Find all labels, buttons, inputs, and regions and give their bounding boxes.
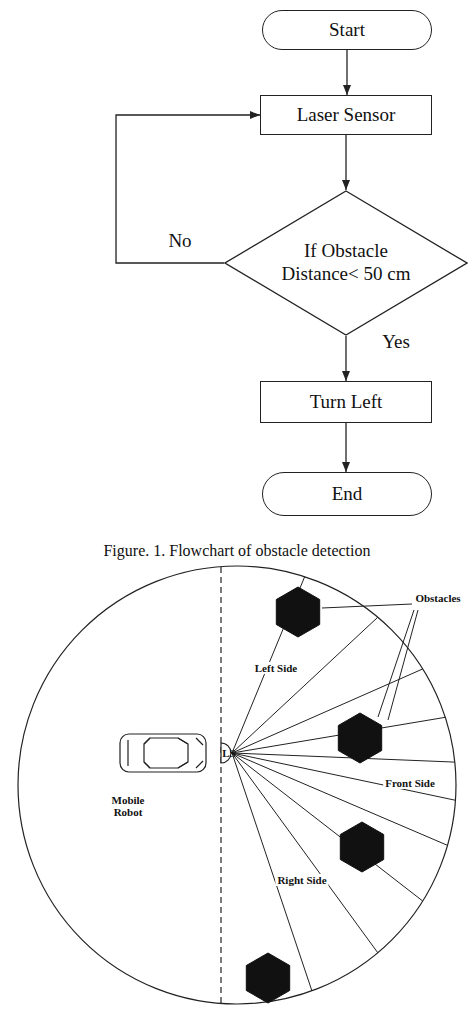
decision-diamond: If Obstacle Distance< 50 cm (224, 190, 468, 336)
flow-arrow (116, 115, 260, 263)
node-text: Start (329, 19, 365, 42)
leader-lines (322, 604, 418, 720)
node-text: Turn Left (310, 391, 383, 414)
area-label: Front Side (383, 777, 437, 789)
flow-arrow (346, 50, 347, 95)
area-label: Left Side (253, 662, 299, 674)
laser-rays (232, 577, 455, 991)
obstacles (246, 587, 383, 1003)
node-text: End (332, 483, 363, 506)
edge-label: Yes (380, 331, 412, 353)
edge-label: No (166, 230, 193, 252)
dashed-axis (220, 567, 221, 1003)
terminal-end: End (262, 472, 432, 516)
node-text: If Obstacle Distance< 50 cm (277, 240, 415, 286)
flow-arrow (345, 135, 346, 190)
flow-arrow (345, 423, 346, 472)
sensor-label: LS (220, 747, 237, 759)
process-box: Turn Left (260, 381, 432, 423)
area-label: Right Side (275, 874, 328, 886)
area-label: Mobile Robot (104, 794, 152, 818)
process-box: Laser Sensor (260, 95, 432, 135)
node-text: Laser Sensor (297, 104, 396, 127)
detection-circle (18, 566, 456, 1004)
flow-arrow (345, 336, 346, 381)
terminal-start: Start (262, 10, 432, 50)
figure-caption: Figure. 1. Flowchart of obstacle detecti… (0, 542, 474, 560)
area-label: Obstacles (413, 592, 462, 604)
mobile-robot (120, 734, 206, 772)
